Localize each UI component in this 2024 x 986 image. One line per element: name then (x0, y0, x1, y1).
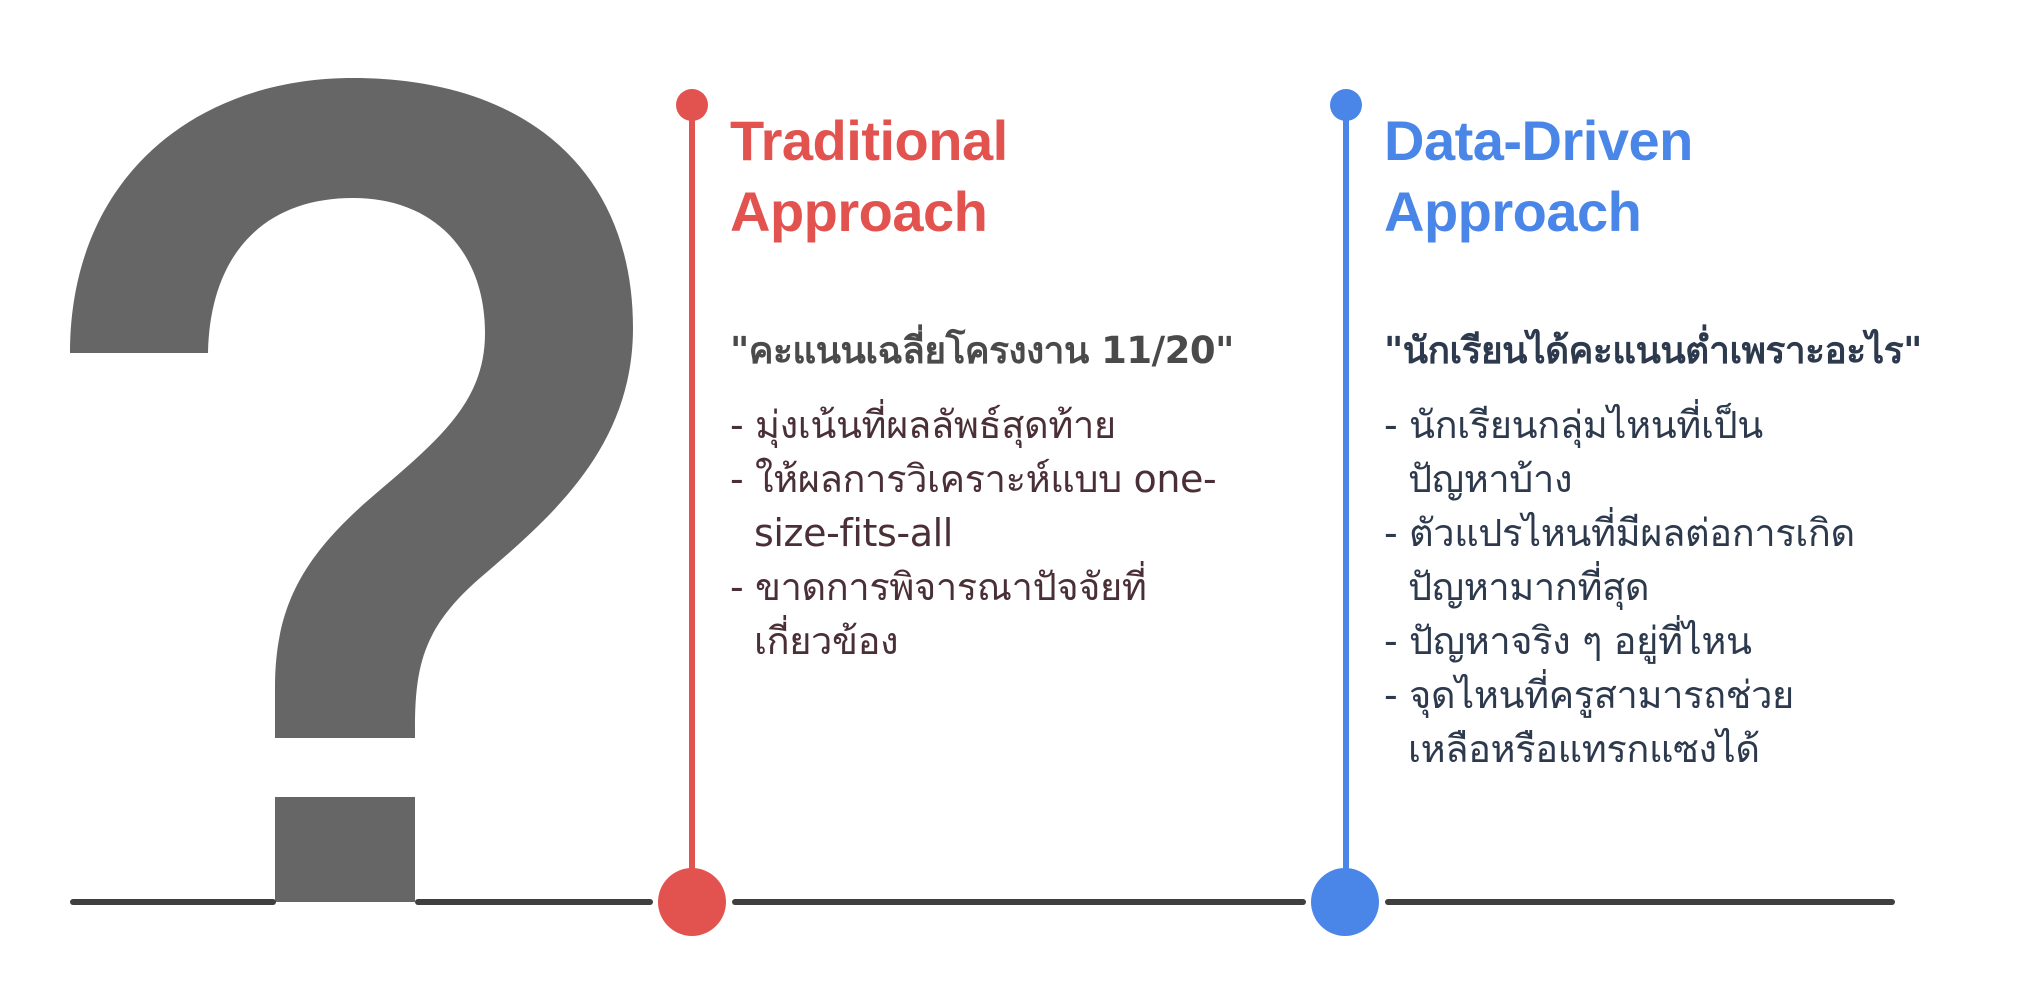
traditional-bullet-item: - ให้ผลการวิเคราะห์แบบ one-size-fits-all (730, 457, 1217, 555)
traditional-bullet-item: - ขาดการพิจารณาปัจจัยที่เกี่ยวข้อง (730, 565, 1147, 663)
baseline-segment (70, 899, 276, 905)
data-driven-vertical-line (1343, 105, 1349, 901)
traditional-vertical-line (689, 105, 695, 901)
data-driven-bullet-item: - จุดไหนที่ครูสามารถช่วยเหลือหรือแทรกแซง… (1384, 673, 1794, 771)
traditional-heading: Traditional Approach (730, 105, 1240, 247)
data-driven-bullet-list: - นักเรียนกลุ่มไหนที่เป็นปัญหาบ้าง - ตัว… (1384, 398, 1864, 776)
traditional-bullet-item: - มุ่งเน้นที่ผลลัพธ์สุดท้าย (730, 403, 1116, 447)
baseline-segment (732, 899, 1306, 905)
data-driven-bullet-item: - ตัวแปรไหนที่มีผลต่อการเกิดปัญหามากที่ส… (1384, 511, 1855, 609)
data-driven-heading-line1: Data-Driven (1384, 109, 1693, 172)
data-driven-heading: Data-Driven Approach (1384, 105, 2024, 247)
data-driven-quote: "นักเรียนได้คะแนนต่ำเพราะอะไร" (1384, 329, 1922, 372)
baseline-segment (415, 899, 653, 905)
data-driven-bottom-dot (1311, 868, 1379, 936)
data-driven-heading-line2: Approach (1384, 180, 1642, 243)
traditional-bottom-dot (658, 868, 726, 936)
data-driven-approach-column: Data-Driven Approach "นักเรียนได้คะแนนต่… (1384, 105, 2024, 776)
traditional-bullet-list: - มุ่งเน้นที่ผลลัพธ์สุดท้าย - ให้ผลการวิ… (730, 398, 1240, 668)
traditional-quote: "คะแนนเฉลี่ยโครงงาน 11/20" (730, 329, 1234, 372)
baseline-segment (1385, 899, 1895, 905)
traditional-approach-column: Traditional Approach "คะแนนเฉลี่ยโครงงาน… (730, 105, 1240, 668)
traditional-heading-line2: Approach (730, 180, 988, 243)
question-mark-icon (70, 78, 633, 902)
data-driven-bullet-item: - ปัญหาจริง ๆ อยู่ที่ไหน (1384, 619, 1752, 663)
data-driven-bullet-item: - นักเรียนกลุ่มไหนที่เป็นปัญหาบ้าง (1384, 403, 1763, 501)
traditional-heading-line1: Traditional (730, 109, 1008, 172)
